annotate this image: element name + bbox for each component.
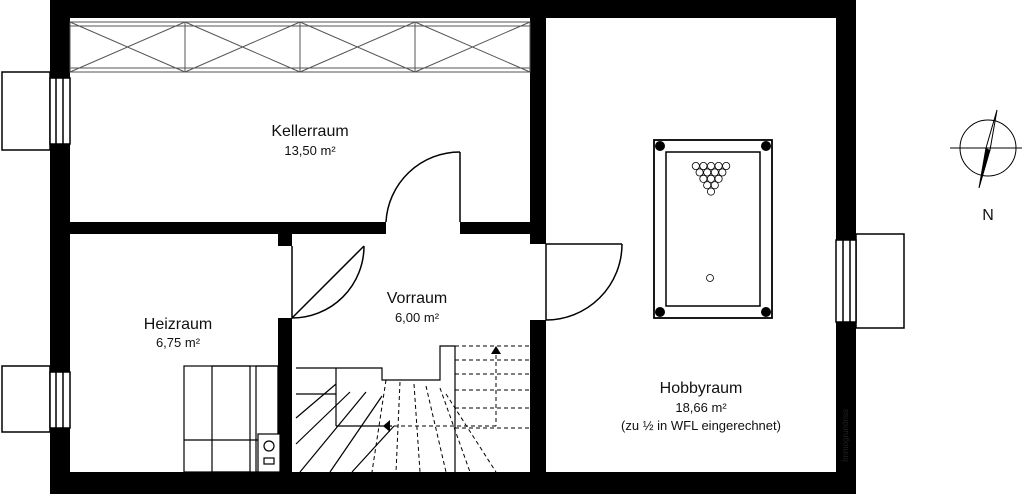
compass-icon — [950, 109, 1022, 189]
vorraum-name: Vorraum — [387, 290, 447, 307]
billiard-ball — [707, 161, 716, 170]
billiard-table — [653, 139, 773, 319]
compass-north-label: N — [982, 207, 994, 224]
billiard-ball — [707, 187, 716, 196]
billiard-ball — [714, 161, 723, 170]
billiard-ball — [718, 168, 727, 177]
heizraum-name: Heizraum — [144, 316, 212, 333]
door-kellerraum — [385, 151, 461, 223]
billiard-ball — [699, 161, 708, 170]
billiard-ball — [710, 181, 719, 190]
staircase-upper — [371, 345, 530, 473]
kellerraum-name: Kellerraum — [271, 123, 348, 140]
window-left-bottom — [1, 365, 71, 433]
hobbyraum-note: (zu ½ in WFL eingerechnet) — [621, 418, 781, 433]
billiard-ball — [710, 168, 719, 177]
billiard-ball — [707, 174, 716, 183]
billiard-ball — [714, 174, 723, 183]
billiard-ball — [699, 174, 708, 183]
billiard-ball — [703, 168, 712, 177]
shelving — [69, 21, 531, 73]
kellerraum-area: 13,50 m² — [284, 143, 336, 158]
billiard-ball — [695, 168, 704, 177]
heizraum-area: 6,75 m² — [156, 335, 201, 350]
stair-arrow — [383, 346, 501, 432]
hobbyraum-name: Hobbyraum — [660, 380, 743, 397]
billiard-ball — [703, 181, 712, 190]
door-hobbyraum — [545, 243, 623, 321]
door-heizraum — [291, 245, 365, 319]
heating-unit — [183, 365, 281, 473]
hobbyraum-area: 18,66 m² — [675, 400, 727, 415]
window-left-top — [1, 71, 71, 151]
window-right — [835, 233, 905, 329]
watermark: Immogrundriss — [841, 409, 850, 462]
vorraum-area: 6,00 m² — [395, 310, 440, 325]
billiard-ball — [722, 161, 731, 170]
billiard-ball — [691, 161, 700, 170]
